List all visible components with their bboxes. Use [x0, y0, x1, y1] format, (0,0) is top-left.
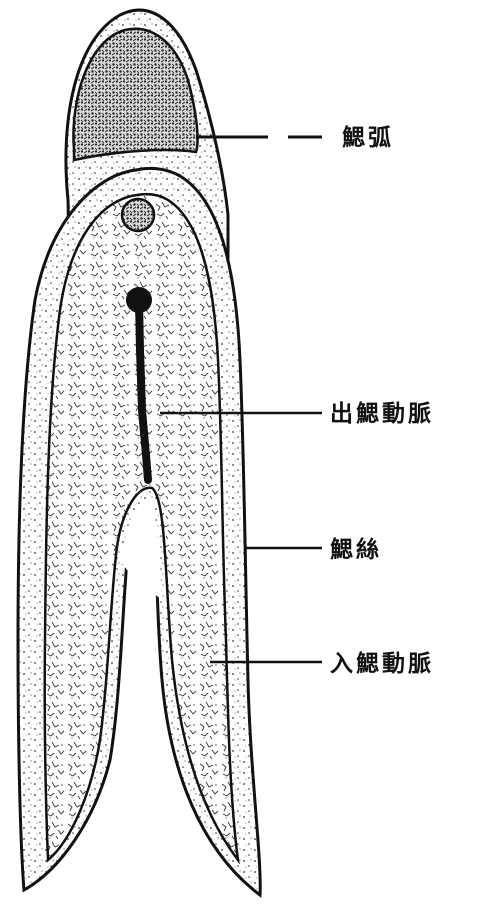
label-gill-arch: 鰓弧	[342, 126, 394, 149]
filament-node	[122, 199, 154, 231]
label-efferent-artery: 出鰓動脈	[330, 402, 434, 425]
label-gill-filament: 鰓絲	[330, 538, 382, 561]
label-afferent-artery: 入鰓動脈	[330, 652, 434, 675]
